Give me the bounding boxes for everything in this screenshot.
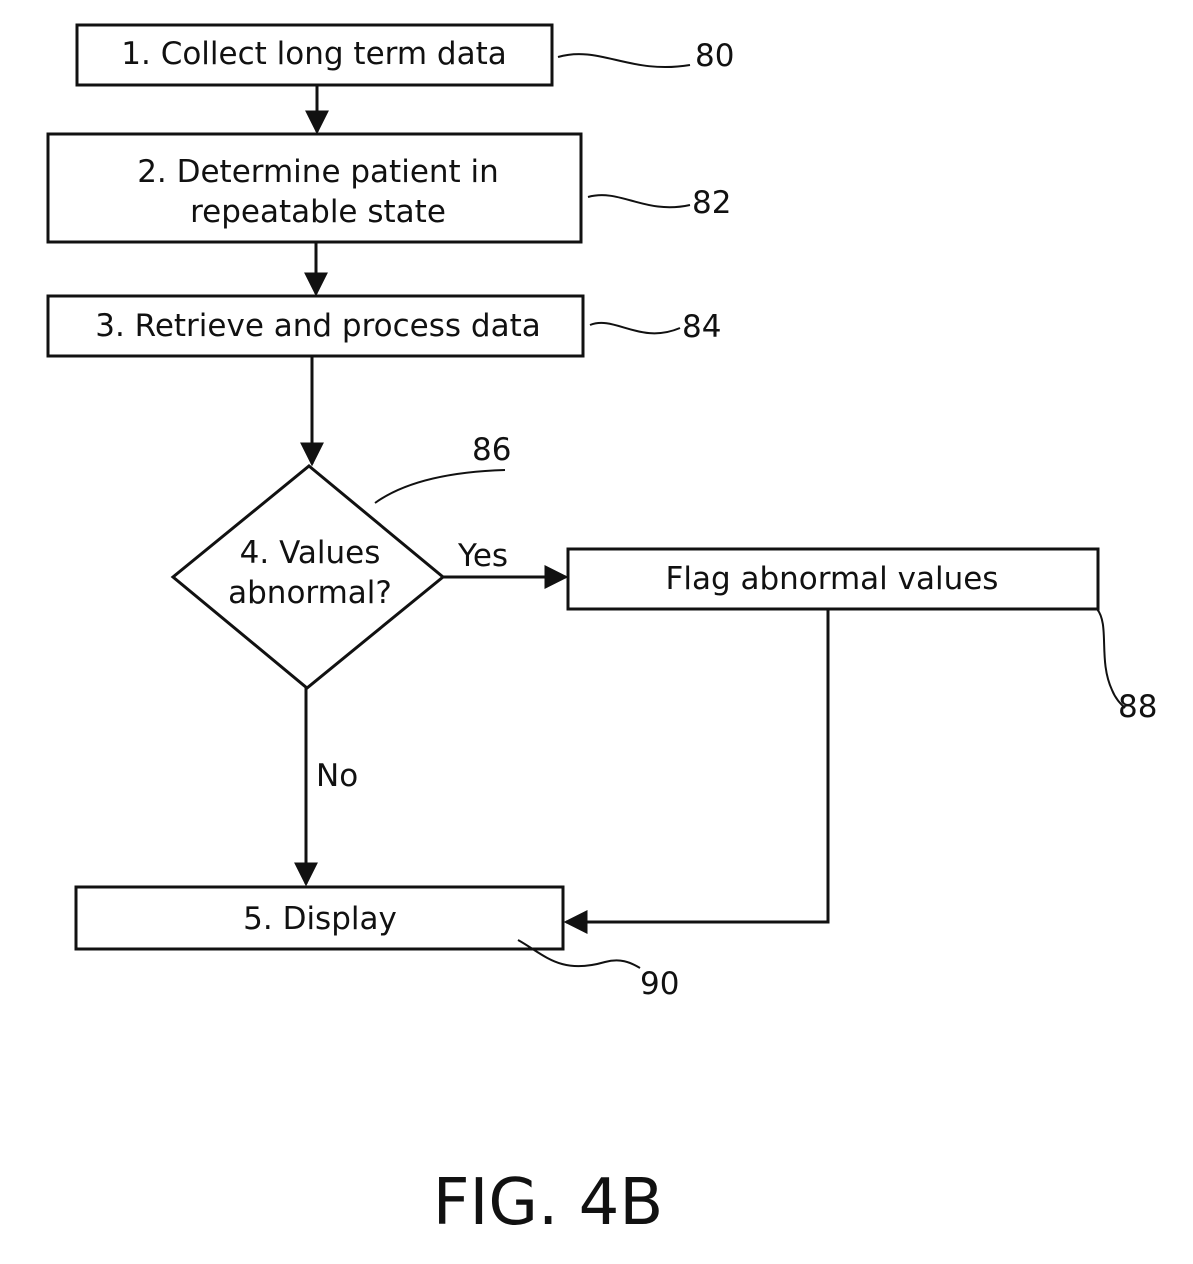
ref-82-leader xyxy=(588,195,690,207)
ref-80: 80 xyxy=(695,38,734,74)
arrow-flag-display xyxy=(566,609,828,922)
step2-label-line2: repeatable state xyxy=(190,194,446,230)
ref-80-leader xyxy=(558,54,690,67)
ref-84: 84 xyxy=(682,309,721,345)
step2-label-line1: 2. Determine patient in xyxy=(137,154,499,190)
ref-84-leader xyxy=(590,323,680,333)
no-label: No xyxy=(316,758,358,794)
flag-label: Flag abnormal values xyxy=(666,561,999,597)
decision-label-line2: abnormal? xyxy=(228,575,392,611)
yes-label: Yes xyxy=(457,538,508,574)
step5-label: 5. Display xyxy=(243,901,397,937)
ref-86: 86 xyxy=(472,432,511,468)
ref-86-leader xyxy=(375,470,505,503)
step1-label: 1. Collect long term data xyxy=(121,36,506,72)
ref-88: 88 xyxy=(1118,689,1157,725)
figure-caption: FIG. 4B xyxy=(433,1166,664,1240)
decision-label-line1: 4. Values xyxy=(240,535,381,571)
ref-90-leader xyxy=(518,940,640,968)
ref-82: 82 xyxy=(692,185,731,221)
step3-label: 3. Retrieve and process data xyxy=(95,308,541,344)
ref-90: 90 xyxy=(640,966,679,1002)
